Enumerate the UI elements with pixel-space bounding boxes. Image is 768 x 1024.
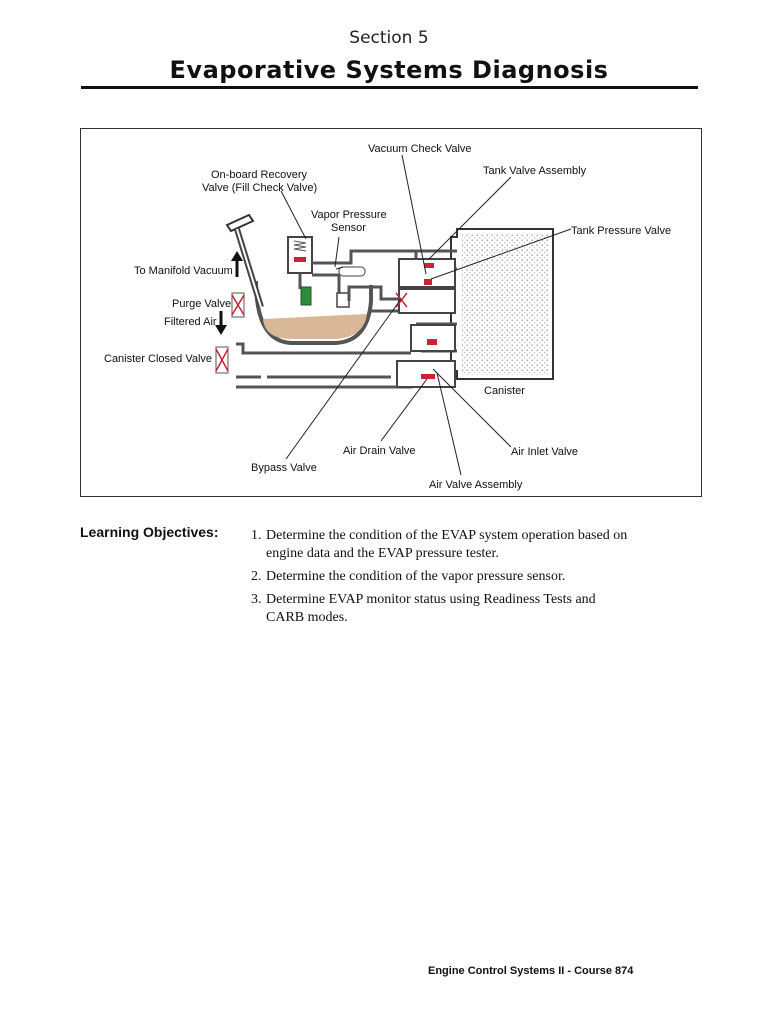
tank-valve-assembly [398,258,456,288]
objective-item-2: 2. Determine the condition of the vapor … [251,568,691,586]
label-vapor-pressure-1: Vapor Pressure [311,209,387,221]
objective-text: Determine the condition of the vapor pre… [266,568,565,586]
label-bypass-valve: Bypass Valve [251,462,317,474]
label-vacuum-check-valve: Vacuum Check Valve [368,143,472,155]
label-tank-pressure-valve: Tank Pressure Valve [571,225,671,237]
objective-text: Determine EVAP monitor status using Read… [266,591,596,627]
page-footer: Engine Control Systems II - Course 874 [428,965,634,977]
section-label: Section 5 [349,28,429,48]
objective-line: Determine the condition of the EVAP syst… [266,528,628,543]
label-to-manifold-vacuum: To Manifold Vacuum [134,265,233,277]
canister-closed-valve-symbol [215,346,229,374]
air-valve-assembly-body [396,324,456,388]
learning-objectives-list: 1. Determine the condition of the EVAP s… [251,527,691,632]
evap-system-diagram: Vacuum Check Valve Tank Valve Assembly O… [80,128,702,497]
fuel-level [263,314,367,339]
objective-number: 3. [251,592,262,607]
label-vapor-pressure-2: Sensor [331,222,366,234]
objective-item-3: 3. Determine EVAP monitor status using R… [251,591,691,627]
purge-valve-symbol [231,292,245,318]
label-canister: Canister [484,385,525,397]
objective-text: Determine the condition of the EVAP syst… [266,527,627,563]
diagram-drawing: Vacuum Check Valve Tank Valve Assembly O… [104,143,671,491]
objective-line: Determine EVAP monitor status using Read… [266,592,596,607]
label-tank-valve-assembly: Tank Valve Assembly [483,165,587,177]
label-onboard-recovery-2: Valve (Fill Check Valve) [202,182,317,194]
onboard-recovery-valve [287,236,313,289]
bypass-valve-body [395,288,456,314]
objective-number: 2. [251,569,262,584]
vapor-components [300,266,366,308]
filtered-air-arrow [215,311,227,335]
filler-neck [225,213,264,308]
title-underline [81,86,698,89]
label-air-valve-assembly: Air Valve Assembly [429,479,523,491]
objective-line: CARB modes. [266,610,348,625]
page-title: Evaporative Systems Diagnosis [169,56,609,84]
learning-objectives-heading: Learning Objectives: [80,524,219,540]
leader-lines [280,154,572,476]
objective-item-1: 1. Determine the condition of the EVAP s… [251,527,691,563]
canister-body [450,228,554,380]
label-purge-valve: Purge Valve [172,298,231,310]
manifold-vacuum-arrow [231,251,243,277]
fuel-tank [254,280,373,345]
label-air-drain-valve: Air Drain Valve [343,445,416,457]
label-onboard-recovery-1: On-board Recovery [211,169,307,181]
objective-number: 1. [251,528,262,543]
label-canister-closed-valve: Canister Closed Valve [104,353,212,365]
objective-line: engine data and the EVAP pressure tester… [266,546,499,561]
label-filtered-air: Filtered Air [164,316,217,328]
label-air-inlet-valve: Air Inlet Valve [511,446,578,458]
objective-line: Determine the condition of the vapor pre… [266,569,566,584]
